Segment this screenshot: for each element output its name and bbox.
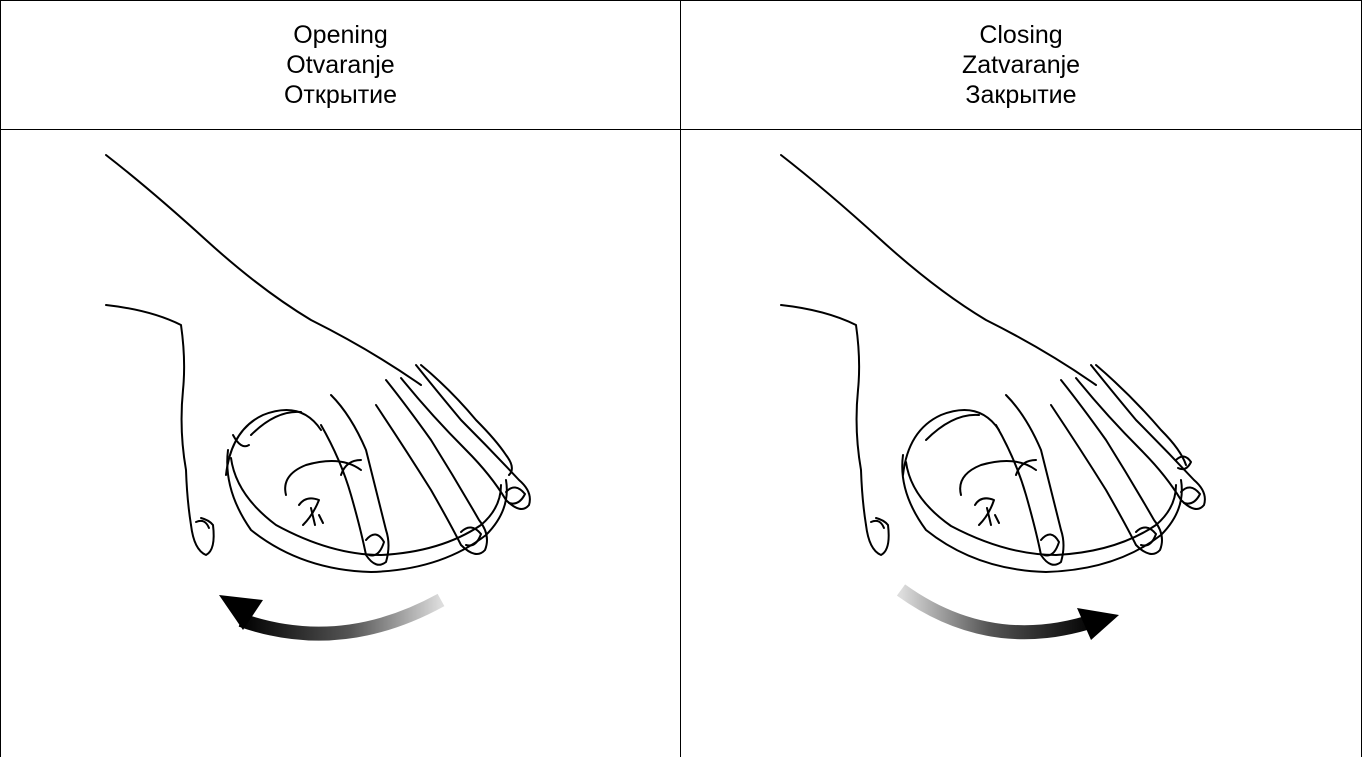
- finger-index: [321, 395, 389, 565]
- arm-upper: [781, 155, 1096, 385]
- thumb: [866, 518, 889, 555]
- label-closing-ru: Закрытие: [965, 80, 1076, 110]
- table-border-right: [1361, 0, 1362, 757]
- rotation-arrow-ccw: [241, 600, 441, 634]
- arm-lower: [781, 305, 866, 525]
- hand-turning-cap-opening: [1, 130, 680, 757]
- thumb: [191, 518, 214, 555]
- hand-turning-cap-closing: [681, 130, 1361, 757]
- rotation-arrow-cw: [901, 590, 1096, 632]
- header-opening: Opening Otvaranje Открытие: [1, 1, 680, 129]
- label-closing-hr: Zatvaranje: [962, 50, 1080, 80]
- label-opening-hr: Otvaranje: [286, 50, 394, 80]
- illustration-opening: [1, 130, 680, 757]
- illustration-closing: [681, 130, 1361, 757]
- label-opening-ru: Открытие: [284, 80, 397, 110]
- header-closing: Closing Zatvaranje Закрытие: [681, 1, 1361, 129]
- finger-index: [996, 395, 1064, 565]
- label-closing-en: Closing: [979, 20, 1062, 50]
- arm-upper: [106, 155, 421, 385]
- arm-lower: [106, 305, 191, 525]
- label-opening-en: Opening: [293, 20, 388, 50]
